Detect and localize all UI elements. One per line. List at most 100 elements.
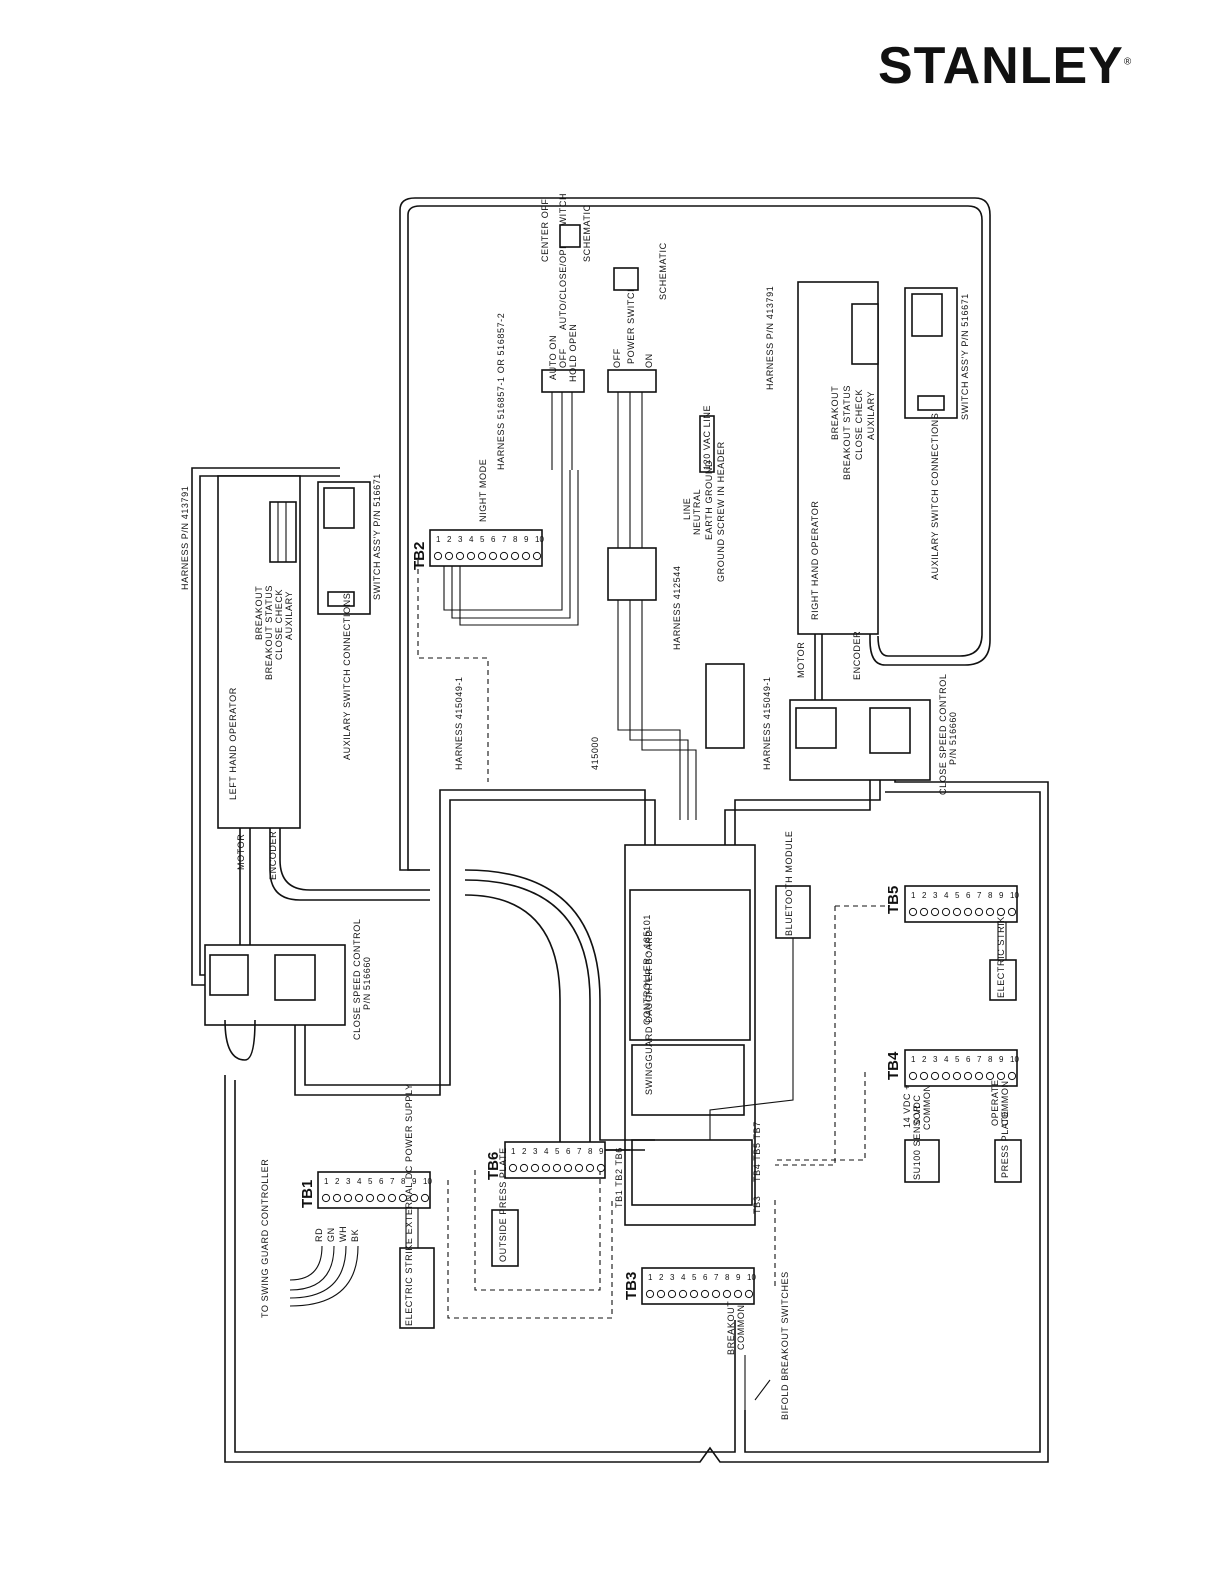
terminal-number: 9 [999, 891, 1004, 900]
auto-close-open-switch [541, 369, 585, 393]
svg-text:P/N 516660: P/N 516660 [948, 711, 958, 765]
terminal-screw [689, 1289, 699, 1299]
terminal-screw [963, 907, 973, 917]
svg-text:SWINGGUARD DAUGHTER BOARD: SWINGGUARD DAUGHTER BOARD [644, 929, 654, 1095]
terminal-number: 9 [412, 1177, 417, 1186]
terminal-screw [985, 1071, 995, 1081]
terminal-number: 7 [714, 1273, 719, 1282]
terminal-number: 8 [988, 1055, 993, 1064]
svg-text:HARNESS 415049-1: HARNESS 415049-1 [454, 676, 464, 770]
svg-text:CLOSE SPEED CONTROL: CLOSE SPEED CONTROL [352, 919, 362, 1040]
svg-text:TB4 TB5 TB7: TB4 TB5 TB7 [752, 1121, 762, 1182]
controller-185101: CONTROLLER - 185101 SWINGGUARD DAUGHTER … [614, 844, 762, 1226]
terminal-screw [952, 907, 962, 917]
terminal-number: 6 [703, 1273, 708, 1282]
svg-text:TB1 TB2 TB6: TB1 TB2 TB6 [614, 1147, 624, 1208]
svg-text:PRESS PLATE: PRESS PLATE [1000, 1111, 1010, 1178]
press-plate-tb4 [994, 1139, 1022, 1183]
svg-text:14 VDC +: 14 VDC + [902, 1084, 912, 1128]
terminal-number: 10 [1010, 1055, 1019, 1064]
terminal-number: 3 [458, 535, 463, 544]
svg-text:TB1: TB1 [299, 1180, 316, 1208]
terminal-number: 2 [659, 1273, 664, 1282]
svg-text:HARNESS P/N 413791: HARNESS P/N 413791 [765, 286, 775, 390]
svg-text:TO SWING GUARD CONTROLLER: TO SWING GUARD CONTROLLER [260, 1159, 270, 1318]
svg-text:NIGHT MODE: NIGHT MODE [478, 459, 488, 522]
stanley-logo: STANLEY® [878, 37, 1133, 95]
terminal-screw [656, 1289, 666, 1299]
terminal-number: 1 [648, 1273, 653, 1282]
terminal-number: 7 [577, 1147, 582, 1156]
terminal-screw [952, 1071, 962, 1081]
svg-text:BK: BK [350, 1229, 360, 1242]
external-dc-power-supply [399, 1247, 435, 1329]
terminal-number: 10 [747, 1273, 756, 1282]
left-operator-label: LEFT HAND OPERATOR [228, 687, 238, 800]
terminal-number: 4 [469, 535, 474, 544]
terminal-number: 4 [944, 1055, 949, 1064]
svg-text:AUXILARY SWITCH CONNECTIONS: AUXILARY SWITCH CONNECTIONS [930, 413, 940, 580]
terminal-screw [930, 907, 940, 917]
svg-text:COMMON: COMMON [736, 1304, 746, 1350]
svg-text:OPERATE: OPERATE [990, 1079, 1000, 1126]
terminal-number: 5 [955, 1055, 960, 1064]
svg-text:CLOSE SPEED CONTROL: CLOSE SPEED CONTROL [938, 674, 948, 795]
svg-text:BREAKOUT: BREAKOUT [830, 386, 840, 440]
terminal-number: 6 [966, 891, 971, 900]
svg-text:BREAKOUT: BREAKOUT [726, 1301, 736, 1355]
terminal-number: 5 [692, 1273, 697, 1282]
svg-text:CLOSE CHECK: CLOSE CHECK [854, 389, 864, 460]
terminal-number: 1 [511, 1147, 516, 1156]
svg-text:P/N 516660: P/N 516660 [362, 956, 372, 1010]
terminal-screw [996, 907, 1006, 917]
svg-text:MOTOR: MOTOR [796, 642, 806, 678]
terminal-screw [744, 1289, 754, 1299]
line-connector [705, 663, 745, 749]
svg-text:GN: GN [326, 1227, 336, 1242]
harness-loop-left [191, 467, 340, 986]
terminal-number: 10 [423, 1177, 432, 1186]
terminal-number: 6 [966, 1055, 971, 1064]
terminal-screw [521, 551, 531, 561]
terminal-number: 8 [725, 1273, 730, 1282]
terminal-number: 3 [533, 1147, 538, 1156]
svg-text:BREAKOUT STATUS: BREAKOUT STATUS [842, 385, 852, 480]
terminal-number: 8 [988, 891, 993, 900]
terminal-screw [510, 551, 520, 561]
terminal-number: 5 [955, 891, 960, 900]
terminal-screw [941, 1071, 951, 1081]
terminal-screw [530, 1163, 540, 1173]
svg-text:TB3: TB3 [623, 1272, 640, 1300]
terminal-screw [919, 907, 929, 917]
terminal-number: 4 [357, 1177, 362, 1186]
electric-strike-tb5 [989, 959, 1017, 1001]
terminal-screw [941, 907, 951, 917]
terminal-screw [444, 551, 454, 561]
terminal-number: 1 [436, 535, 441, 544]
terminal-screw [585, 1163, 595, 1173]
terminal-screw [387, 1193, 397, 1203]
tb2: TB2 NIGHT MODE [411, 459, 543, 570]
terminal-screw [466, 551, 476, 561]
terminal-number: 7 [977, 1055, 982, 1064]
terminal-number: 6 [491, 535, 496, 544]
svg-text:BIFOLD BREAKOUT SWITCHES: BIFOLD BREAKOUT SWITCHES [780, 1271, 790, 1420]
terminal-number: 6 [566, 1147, 571, 1156]
svg-text:ELECTRIC STRIKE EXTERNAL DC PO: ELECTRIC STRIKE EXTERNAL DC POWER SUPPLY [404, 1083, 414, 1326]
terminal-screw [974, 907, 984, 917]
harness-left-label: HARNESS P/N 413791 [180, 486, 190, 590]
su100-sensor [904, 1139, 940, 1183]
terminal-number: 4 [681, 1273, 686, 1282]
terminal-screw [985, 907, 995, 917]
terminal-screw [455, 551, 465, 561]
terminal-number: 10 [1010, 891, 1019, 900]
terminal-screw [499, 551, 509, 561]
terminal-number: 2 [335, 1177, 340, 1186]
svg-text:CLOSE CHECK: CLOSE CHECK [274, 589, 284, 660]
terminal-number: 5 [555, 1147, 560, 1156]
terminal-screw [722, 1289, 732, 1299]
terminal-number: 9 [599, 1147, 604, 1156]
svg-text:AUXILARY SWITCH CONNECTIONS: AUXILARY SWITCH CONNECTIONS [342, 593, 352, 760]
terminal-screw [574, 1163, 584, 1173]
terminal-screw [919, 1071, 929, 1081]
